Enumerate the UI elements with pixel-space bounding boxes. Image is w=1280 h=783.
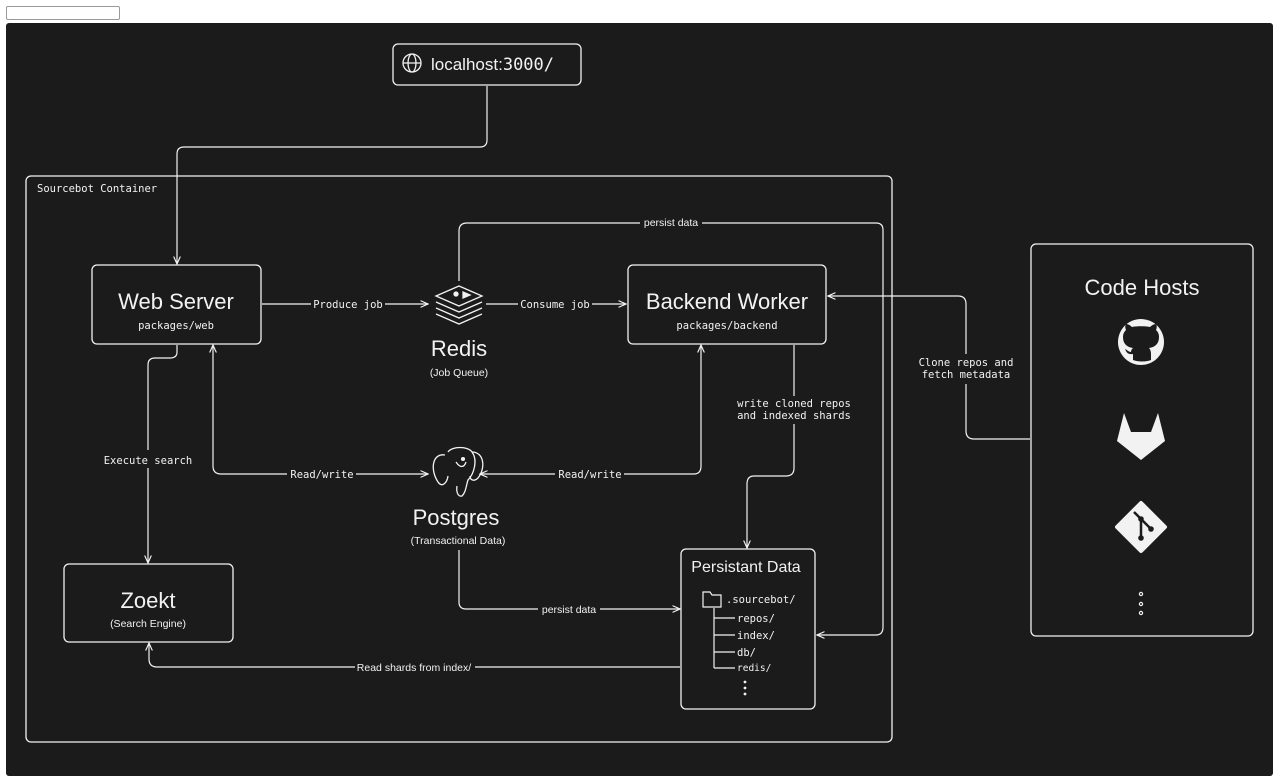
label-read-write-right: Read/write (558, 469, 621, 481)
more-hosts-dots (1138, 591, 1144, 616)
web-server-subtitle: packages/web (138, 320, 214, 332)
edge-read-shards (149, 643, 680, 668)
edge-clone-repos (828, 296, 1030, 440)
gitlab-icon (1117, 413, 1165, 460)
url-port: 3000/ (503, 55, 554, 75)
redis-icon (434, 285, 484, 325)
label-produce-job: Produce job (313, 299, 383, 311)
edge-write-cloned (747, 345, 795, 548)
label-read-write-left: Read/write (290, 469, 353, 481)
label-consume-job: Consume job (520, 299, 590, 311)
edge-redis-persist (458, 222, 884, 635)
container-label: Sourcebot Container (37, 183, 157, 195)
folder-child-db: db/ (737, 647, 756, 659)
edge-postgres-persist (458, 550, 680, 609)
folder-root: .sourcebot/ (726, 594, 796, 606)
github-icon (1118, 319, 1164, 365)
edge-browser-to-web (177, 86, 488, 264)
edge-execute-search (148, 345, 178, 563)
label-read-shards: Read shards from index/ (357, 662, 471, 674)
postgres-subtitle: (Transactional Data) (411, 535, 506, 547)
redis-subtitle: (Job Queue) (430, 367, 488, 379)
backend-worker-title: Backend Worker (646, 289, 808, 314)
postgres-elephant-icon (432, 446, 484, 497)
label-persist-data-top: persist data (644, 217, 698, 229)
label-execute-search: Execute search (104, 455, 193, 467)
label-write-cloned-2: and indexed shards (737, 410, 851, 422)
code-hosts-title: Code Hosts (1085, 275, 1200, 300)
zoekt-title: Zoekt (120, 588, 175, 613)
file-tree-lines (713, 608, 735, 669)
zoekt-subtitle: (Search Engine) (110, 618, 186, 630)
sourcebot-container (25, 175, 893, 743)
backend-worker-subtitle: packages/backend (676, 320, 777, 332)
url-box[interactable] (392, 43, 582, 86)
label-clone-repos-1: Clone repos and (919, 357, 1014, 369)
git-icon (1115, 501, 1167, 553)
edge-backend-postgres (480, 345, 701, 474)
web-server-box (91, 264, 262, 345)
postgres-title: Postgres (413, 505, 500, 530)
label-clone-repos-2: fetch metadata (922, 369, 1011, 381)
web-server-title: Web Server (118, 289, 234, 314)
folder-child-repos: repos/ (737, 613, 775, 625)
folder-icon (702, 591, 722, 608)
edge-web-postgres (213, 345, 428, 474)
label-persist-data-pg: persist data (542, 604, 596, 616)
code-hosts-box (1030, 243, 1254, 637)
url-host: localhost: (431, 55, 503, 74)
folder-child-redis: redis/ (737, 663, 771, 674)
toolbar-input[interactable] (6, 6, 120, 20)
persistent-data-title: Persistant Data (691, 559, 800, 576)
redis-title: Redis (431, 336, 487, 361)
more-folders-dots (743, 680, 747, 696)
label-write-cloned-1: write cloned repos (737, 398, 851, 410)
svg-text:localhost:3000/: localhost:3000/ (431, 55, 554, 75)
folder-child-index: index/ (737, 630, 775, 642)
globe-icon (402, 53, 422, 73)
